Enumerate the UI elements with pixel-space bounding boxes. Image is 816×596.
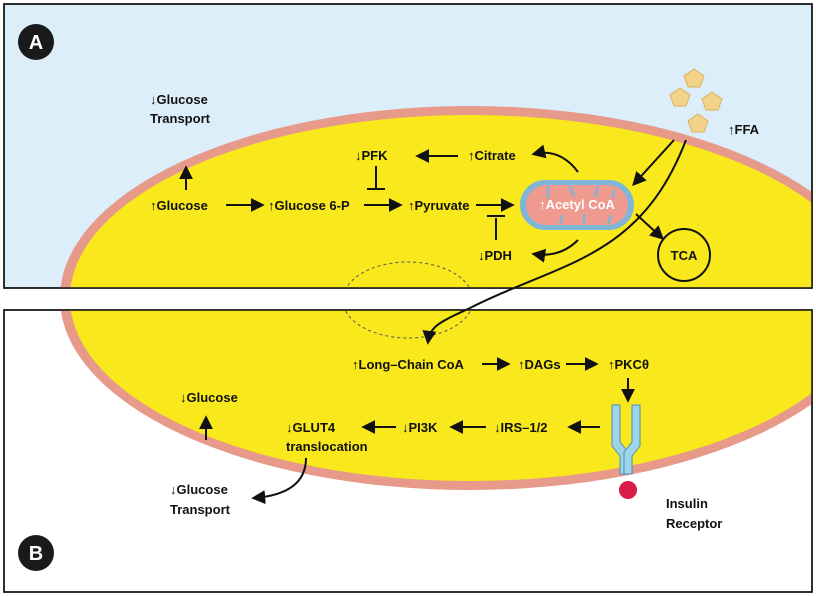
tca-label: TCA <box>671 248 698 263</box>
pfk-label: ↓PFK <box>355 148 388 163</box>
dags-label: ↑DAGs <box>518 357 561 372</box>
acetyl-coa-label: ↑Acetyl CoA <box>539 197 615 212</box>
a-glucose-transport-line1: ↓Glucose <box>150 92 208 107</box>
pdh-inhibit <box>487 215 505 240</box>
panel-a-arrows <box>179 139 687 345</box>
insulin-receptor-line2: Receptor <box>666 516 722 531</box>
ffa-label: ↑FFA <box>728 122 760 137</box>
arrow-ffa-to-acetylcoa <box>632 139 675 187</box>
b-glucose-transport-line1: ↓Glucose <box>170 482 228 497</box>
ffa-pentagon <box>687 113 709 133</box>
arrow-ffa-to-long-chain-coa <box>422 139 687 345</box>
pkc-label: ↑PKCθ <box>608 357 649 372</box>
panel-b-arrows <box>199 357 635 505</box>
cell-top <box>60 106 812 288</box>
insulin-molecule <box>619 481 637 499</box>
ffa-molecules <box>669 68 723 133</box>
pfk-inhibit <box>367 166 385 190</box>
panel-b-letter: B <box>29 543 43 565</box>
cell-bottom <box>60 310 812 490</box>
a-glucose-transport-line2: Transport <box>150 111 211 126</box>
arrow-to-tca <box>635 213 665 240</box>
insulin-receptor-line1: Insulin <box>666 496 708 511</box>
panel-a-badge: A <box>18 24 54 60</box>
pdh-label: ↓PDH <box>478 248 512 263</box>
arrow-acetylcoa-to-citrate <box>531 144 579 173</box>
tca-cycle: TCA <box>657 228 711 282</box>
b-glucose-transport-line2: Transport <box>170 502 231 517</box>
panel-b-badge: B <box>18 535 54 571</box>
b-glucose-label: ↓Glucose <box>180 390 238 405</box>
ffa-pentagon <box>701 91 723 111</box>
pi3k-label: ↓PI3K <box>402 420 438 435</box>
irs-label: ↓IRS–1/2 <box>494 420 547 435</box>
mitochondrion <box>520 180 634 230</box>
ffa-pentagon <box>683 68 705 88</box>
panel-a-letter: A <box>29 32 43 54</box>
glut4-line1: ↓GLUT4 <box>286 420 336 435</box>
a-glucose-label: ↑Glucose <box>150 198 208 213</box>
glut4-line2: translocation <box>286 439 368 454</box>
arrow-acetylcoa-to-pdh <box>531 239 579 263</box>
long-chain-coa-label: ↑Long–Chain CoA <box>352 357 465 372</box>
ffa-pentagon <box>669 87 691 107</box>
glucose-6p-label: ↑Glucose 6-P <box>268 198 350 213</box>
insulin-receptor <box>611 404 641 499</box>
citrate-label: ↑Citrate <box>468 148 516 163</box>
pyruvate-label: ↑Pyruvate <box>408 198 469 213</box>
arrow-glut4-to-transport <box>251 457 307 505</box>
